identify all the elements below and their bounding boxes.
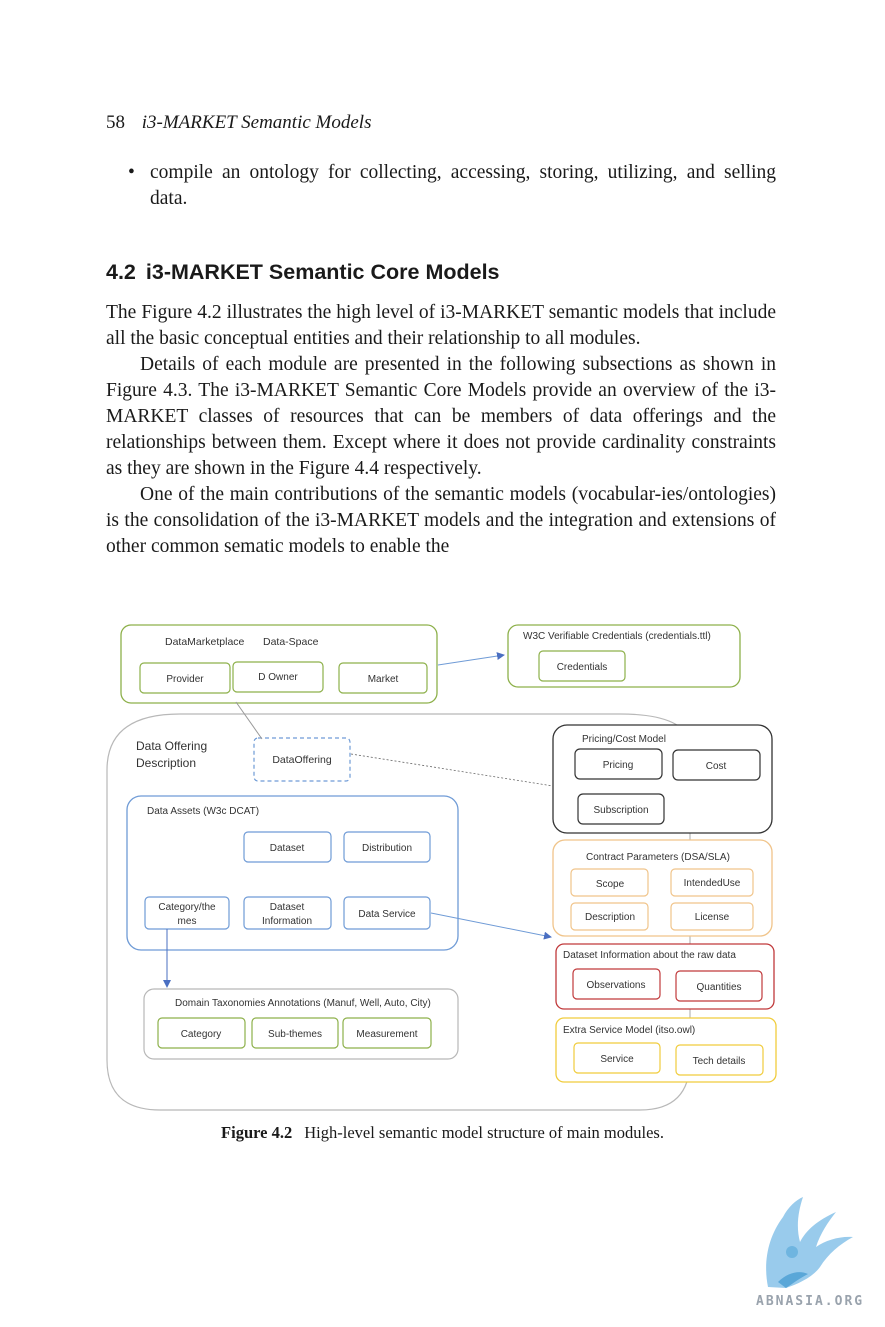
sub-themes-label: Sub-themes xyxy=(268,1029,322,1040)
distribution-box xyxy=(343,831,431,863)
provider-box xyxy=(139,662,231,694)
arrow-to-dataset-information xyxy=(430,912,552,940)
caption-text: High-level semantic model structure of m… xyxy=(304,1123,664,1142)
category-themes-line1: Category/the xyxy=(158,902,216,913)
credentials-box xyxy=(507,624,741,688)
distribution-label: Distribution xyxy=(362,843,412,854)
link-offering-pricing xyxy=(350,753,554,787)
assets-box xyxy=(126,795,459,951)
scope-box xyxy=(570,868,649,897)
credentials-item-label: Credentials xyxy=(557,662,608,673)
category-themes-line2: mes xyxy=(178,916,197,927)
category-themes-box xyxy=(144,896,230,930)
observations-box xyxy=(572,968,661,1000)
tech-details-label: Tech details xyxy=(693,1056,746,1067)
watermark-text: ABNASIA.ORG xyxy=(756,1294,865,1309)
offering-title-line2: Description xyxy=(136,756,196,770)
figure-caption: Figure 4.2 High-level semantic model stru… xyxy=(0,1123,885,1143)
marketplace-box xyxy=(120,624,438,704)
credentials-item-box xyxy=(538,650,626,682)
dataset-label: Dataset xyxy=(270,843,305,854)
intended-use-box xyxy=(670,868,754,897)
running-title: i3-MARKET Semantic Models xyxy=(141,112,372,133)
body-text: The Figure 4.2 illustrates the high leve… xyxy=(106,300,776,560)
provider-label: Provider xyxy=(166,674,204,685)
dataset-information-line1: Dataset xyxy=(270,902,305,913)
cost-box xyxy=(672,749,761,781)
quantities-box xyxy=(675,970,763,1002)
contract-title: Contract Parameters (DSA/SLA) xyxy=(586,852,730,863)
service-box xyxy=(573,1042,661,1074)
caption-label: Figure 4.2 xyxy=(221,1123,293,1142)
intended-use-label: IntendedUse xyxy=(684,878,741,889)
subscription-label: Subscription xyxy=(593,805,648,816)
paragraph-3: One of the main contributions of the sem… xyxy=(106,484,776,557)
page-number: 58 xyxy=(106,112,125,133)
dataset-information-box xyxy=(243,896,332,930)
measurement-box xyxy=(342,1017,432,1049)
link-owner-offering xyxy=(235,701,263,740)
section-heading: 4.2 i3-MARKET Semantic Core Models xyxy=(106,260,500,285)
taxonomy-category-box xyxy=(157,1017,246,1049)
pricing-title: Pricing/Cost Model xyxy=(582,734,666,745)
extra-service-box xyxy=(555,1017,777,1083)
pricing-box xyxy=(552,724,773,834)
cost-label: Cost xyxy=(706,761,727,772)
d-owner-box xyxy=(232,661,324,693)
offering-title-line1: Data Offering xyxy=(136,739,207,753)
dataset-information-line2: Information xyxy=(262,916,312,927)
bullet-marker: • xyxy=(128,162,135,183)
description-label: Description xyxy=(585,912,635,923)
data-offering-box xyxy=(253,737,351,782)
credentials-title: W3C Verifiable Credentials (credentials.… xyxy=(523,631,711,642)
assets-title: Data Assets (W3c DCAT) xyxy=(147,806,259,817)
pricing-item-box xyxy=(574,748,663,780)
sub-themes-box xyxy=(251,1017,339,1049)
data-service-box xyxy=(343,896,431,930)
observations-label: Observations xyxy=(587,980,646,991)
contract-box xyxy=(552,839,773,937)
paragraph-2: Details of each module are presented in … xyxy=(106,354,776,479)
taxonomies-box xyxy=(143,988,459,1060)
taxonomy-category-label: Category xyxy=(181,1029,222,1040)
dataset-information-model-box xyxy=(555,943,775,1010)
dataspace-title: Data-Space xyxy=(263,636,319,648)
paragraph-1: The Figure 4.2 illustrates the high leve… xyxy=(106,302,776,349)
section-number: 4.2 xyxy=(106,260,136,284)
service-label: Service xyxy=(600,1054,634,1065)
extra-service-title: Extra Service Model (itso.owl) xyxy=(563,1025,695,1036)
running-head: 58 i3-MARKET Semantic Models xyxy=(106,112,371,134)
data-service-label: Data Service xyxy=(358,909,416,920)
scope-label: Scope xyxy=(596,879,625,890)
taxonomies-title: Domain Taxonomies Annotations (Manuf, We… xyxy=(175,998,431,1009)
market-box xyxy=(338,662,428,694)
market-label: Market xyxy=(368,674,399,685)
d-owner-label: D Owner xyxy=(258,672,298,683)
section-title: i3-MARKET Semantic Core Models xyxy=(145,260,500,284)
dataset-information-model-title: Dataset Information about the raw data xyxy=(563,950,736,961)
marketplace-title: DataMarketplace xyxy=(165,636,245,648)
watermark-logo xyxy=(766,1197,853,1288)
arrow-to-credentials xyxy=(437,652,505,666)
measurement-label: Measurement xyxy=(356,1029,417,1040)
license-box xyxy=(670,902,754,931)
dataset-box xyxy=(243,831,332,863)
bullet-item: • compile an ontology for collecting, ac… xyxy=(128,160,776,212)
license-label: License xyxy=(695,912,730,923)
bullet-text: compile an ontology for collecting, acce… xyxy=(150,162,776,209)
figure-diagram: DataMarketplace Data-Space Provider D Ow… xyxy=(106,624,777,1111)
quantities-label: Quantities xyxy=(696,982,741,993)
subscription-box xyxy=(577,793,665,825)
data-offering-label: DataOffering xyxy=(272,754,331,766)
tech-details-box xyxy=(675,1044,764,1076)
pricing-item-label: Pricing xyxy=(603,760,634,771)
description-box xyxy=(570,902,649,931)
